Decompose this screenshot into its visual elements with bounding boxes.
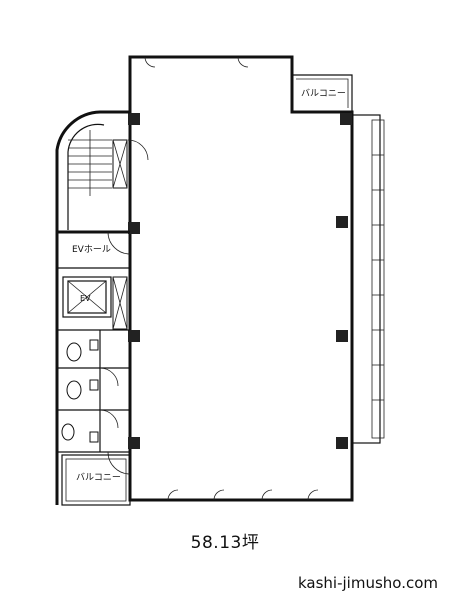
sink-fixture: [89, 379, 99, 391]
column: [128, 330, 140, 342]
balcony-top-label: バルコニー: [301, 88, 346, 99]
stair-treads: [68, 130, 112, 196]
floor-area-label: 58.13坪: [190, 533, 260, 553]
site-url-label: kashi-jimusho.com: [297, 574, 438, 592]
column: [336, 437, 348, 449]
column: [128, 437, 140, 449]
window-band: [351, 114, 381, 444]
balcony-bottom-label: バルコニー: [76, 472, 121, 483]
office-outer-wall: [128, 55, 354, 502]
column: [340, 113, 352, 125]
column: [128, 222, 140, 234]
elevator-shaft: [62, 276, 112, 318]
toilet-fixture: [66, 380, 82, 400]
toilet-fixture: [66, 342, 82, 362]
window-mullions: [372, 154, 384, 401]
column: [128, 113, 140, 125]
stair-outline: [55, 110, 130, 234]
sink-fixture: [89, 431, 99, 443]
sink-fixture: [89, 339, 99, 351]
balcony-bottom-outline: [61, 454, 131, 506]
column: [336, 330, 348, 342]
elevator-car: [67, 280, 107, 314]
balcony-top-outline: [292, 74, 353, 112]
doors: [144, 56, 319, 501]
toilet-fixture: [61, 423, 75, 441]
ev-hall-label: EVホール: [72, 244, 111, 255]
column: [336, 216, 348, 228]
stair-inner-curve: [67, 123, 105, 230]
elevator-label: EV: [80, 294, 91, 303]
